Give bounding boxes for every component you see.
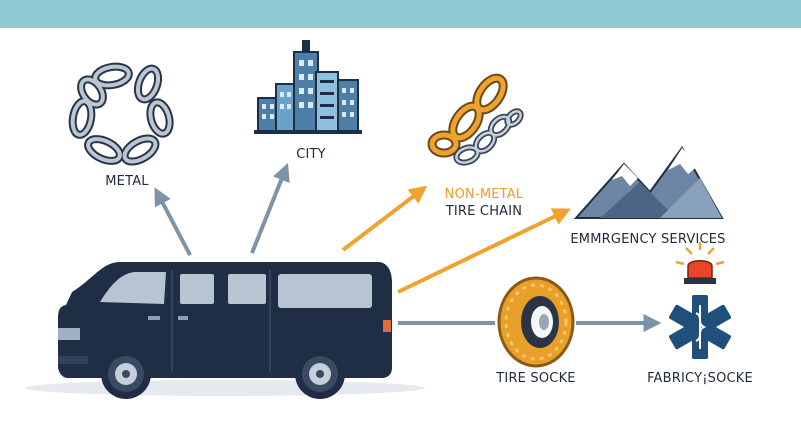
- label-non-metal-line2: TIRE CHAIN: [445, 204, 523, 219]
- label-tire-socke: TIRE SOCKE: [496, 371, 576, 386]
- city-skyline-icon: [254, 40, 362, 134]
- label-non-metal-line1: NON-METAL: [444, 187, 524, 202]
- label-fabric-socke: FABRICY¡SOCKE: [647, 371, 753, 386]
- tire-sock-icon: [497, 276, 575, 368]
- label-emergency-services: EMMRGENCY SERVICES: [570, 232, 726, 247]
- label-city: CITY: [296, 147, 326, 162]
- arrow-van-to-non-metal: [341, 185, 428, 252]
- label-non-metal: NON-METAL TIRE CHAIN: [445, 186, 524, 220]
- non-metal-chain-icon: [427, 73, 524, 166]
- van-icon: [58, 262, 392, 399]
- mountains-icon: [573, 146, 724, 219]
- metal-chain-icon: [68, 62, 174, 166]
- emergency-star-of-life-icon: [669, 295, 731, 359]
- arrow-van-to-metal: [154, 187, 192, 256]
- top-banner: [0, 0, 801, 28]
- siren-light-icon: [675, 242, 725, 284]
- arrow-van-to-city: [250, 162, 290, 254]
- arrow-van-to-emergency: [397, 208, 571, 294]
- label-metal: METAL: [105, 174, 149, 189]
- ground-shadow: [25, 380, 425, 396]
